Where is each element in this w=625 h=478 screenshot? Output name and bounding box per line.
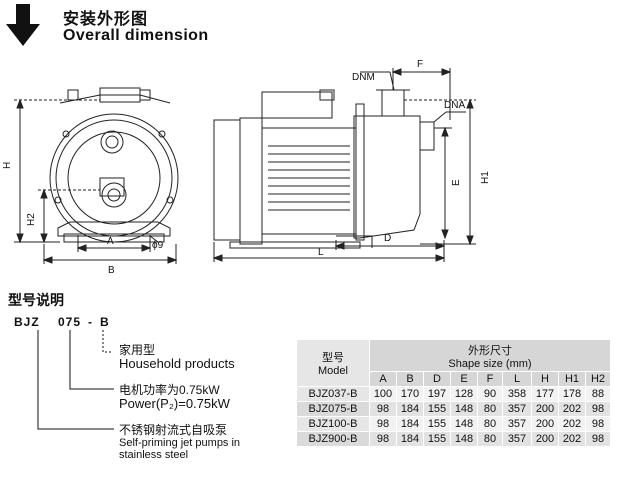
explain-type-cn: 不锈钢射流式自吸泵 — [119, 423, 228, 437]
table-cell: 128 — [450, 386, 478, 402]
table-cell: 80 — [477, 431, 503, 447]
table-column-header: F — [477, 371, 503, 387]
dim-label-h2: H2 — [26, 213, 37, 226]
dim-label-a: A — [107, 236, 114, 247]
table-cell: 357 — [502, 416, 532, 432]
table-column-header: H1 — [558, 371, 586, 387]
dim-label-l: L — [318, 247, 324, 258]
table-cell: 178 — [558, 386, 586, 402]
table-cell: 98 — [369, 431, 397, 447]
table-cell-model: BJZ075-B — [296, 401, 370, 417]
table-cell: 184 — [396, 416, 424, 432]
table-column-header: D — [423, 371, 451, 387]
table-cell: 200 — [531, 431, 559, 447]
table-header-model: 型号 Model — [296, 339, 370, 387]
table-cell: 148 — [450, 401, 478, 417]
table-cell: 155 — [423, 416, 451, 432]
model-code-separator: - — [88, 315, 93, 329]
table-cell-model: BJZ900-B — [296, 431, 370, 447]
table-cell: 202 — [558, 401, 586, 417]
table-column-header: B — [396, 371, 424, 387]
table-cell: 100 — [369, 386, 397, 402]
down-arrow-icon — [6, 4, 40, 46]
model-explain-power: 电机功率为0.75kW Power(P₂)=0.75kW — [119, 383, 230, 411]
table-cell: 177 — [531, 386, 559, 402]
table-cell: 184 — [396, 401, 424, 417]
table-cell: 148 — [450, 431, 478, 447]
table-cell: 90 — [477, 386, 503, 402]
section-title-cn: 安装外形图 — [63, 11, 149, 28]
model-section-heading: 型号说明 — [8, 292, 64, 308]
table-cell: 98 — [369, 416, 397, 432]
table-header-shape-size: 外形尺寸 Shape size (mm) — [369, 339, 611, 372]
table-cell: 80 — [477, 401, 503, 417]
model-code-series: BJZ — [14, 315, 40, 329]
dim-label-d: D — [384, 233, 391, 244]
table-cell: 357 — [502, 431, 532, 447]
model-explain-household: 家用型 Household products — [119, 343, 235, 371]
table-cell: 98 — [369, 401, 397, 417]
explain-power-en: Power(P₂)=0.75kW — [119, 396, 230, 411]
table-cell: 202 — [558, 431, 586, 447]
dim-label-dna: DNA — [444, 100, 465, 111]
dim-label-b: B — [108, 265, 115, 276]
explain-power-cn: 电机功率为0.75kW — [119, 383, 220, 397]
table-cell: 202 — [558, 416, 586, 432]
explain-household-cn: 家用型 — [119, 343, 156, 357]
section-title-en: Overall dimension — [63, 27, 209, 44]
dim-label-f: F — [417, 59, 423, 70]
table-cell: 197 — [423, 386, 451, 402]
table-cell: 200 — [531, 401, 559, 417]
table-cell: 358 — [502, 386, 532, 402]
table-cell: 170 — [396, 386, 424, 402]
table-cell: 357 — [502, 401, 532, 417]
table-cell-model: BJZ037-B — [296, 386, 370, 402]
table-cell: 98 — [585, 431, 611, 447]
dim-label-dnm: DNM — [352, 72, 375, 83]
table-column-header: A — [369, 371, 397, 387]
table-cell-model: BJZ100-B — [296, 416, 370, 432]
explain-household-en: Household products — [119, 356, 235, 371]
table-cell: 148 — [450, 416, 478, 432]
model-code-suffix: B — [100, 315, 110, 329]
model-explain-pump-type: 不锈钢射流式自吸泵 Self-priming jet pumps in stai… — [119, 423, 240, 461]
table-cell: 88 — [585, 386, 611, 402]
dim-label-e: E — [451, 179, 462, 186]
dim-label-h: H — [2, 162, 13, 169]
table-cell: 98 — [585, 416, 611, 432]
explain-type-en: Self-priming jet pumps in — [119, 437, 241, 449]
pump-front-view — [14, 87, 179, 264]
dim-label-phi: ϕ9 — [152, 240, 164, 251]
table-cell: 98 — [585, 401, 611, 417]
pump-side-view — [212, 68, 476, 262]
model-code-leader-lines — [37, 330, 114, 430]
table-column-header: H2 — [585, 371, 611, 387]
dim-label-h1: H1 — [480, 171, 491, 184]
table-cell: 155 — [423, 401, 451, 417]
table-column-header: E — [450, 371, 478, 387]
pump-dimension-drawing: H H2 A B ϕ9 DNM F DNA E H1 D L — [2, 59, 491, 276]
explain-type-en-2: stainless steel — [119, 449, 189, 461]
table-cell: 184 — [396, 431, 424, 447]
model-code-power: 075 — [58, 315, 82, 329]
table-column-header: L — [502, 371, 532, 387]
table-cell: 80 — [477, 416, 503, 432]
table-column-header: H — [531, 371, 559, 387]
table-cell: 200 — [531, 416, 559, 432]
table-cell: 155 — [423, 431, 451, 447]
